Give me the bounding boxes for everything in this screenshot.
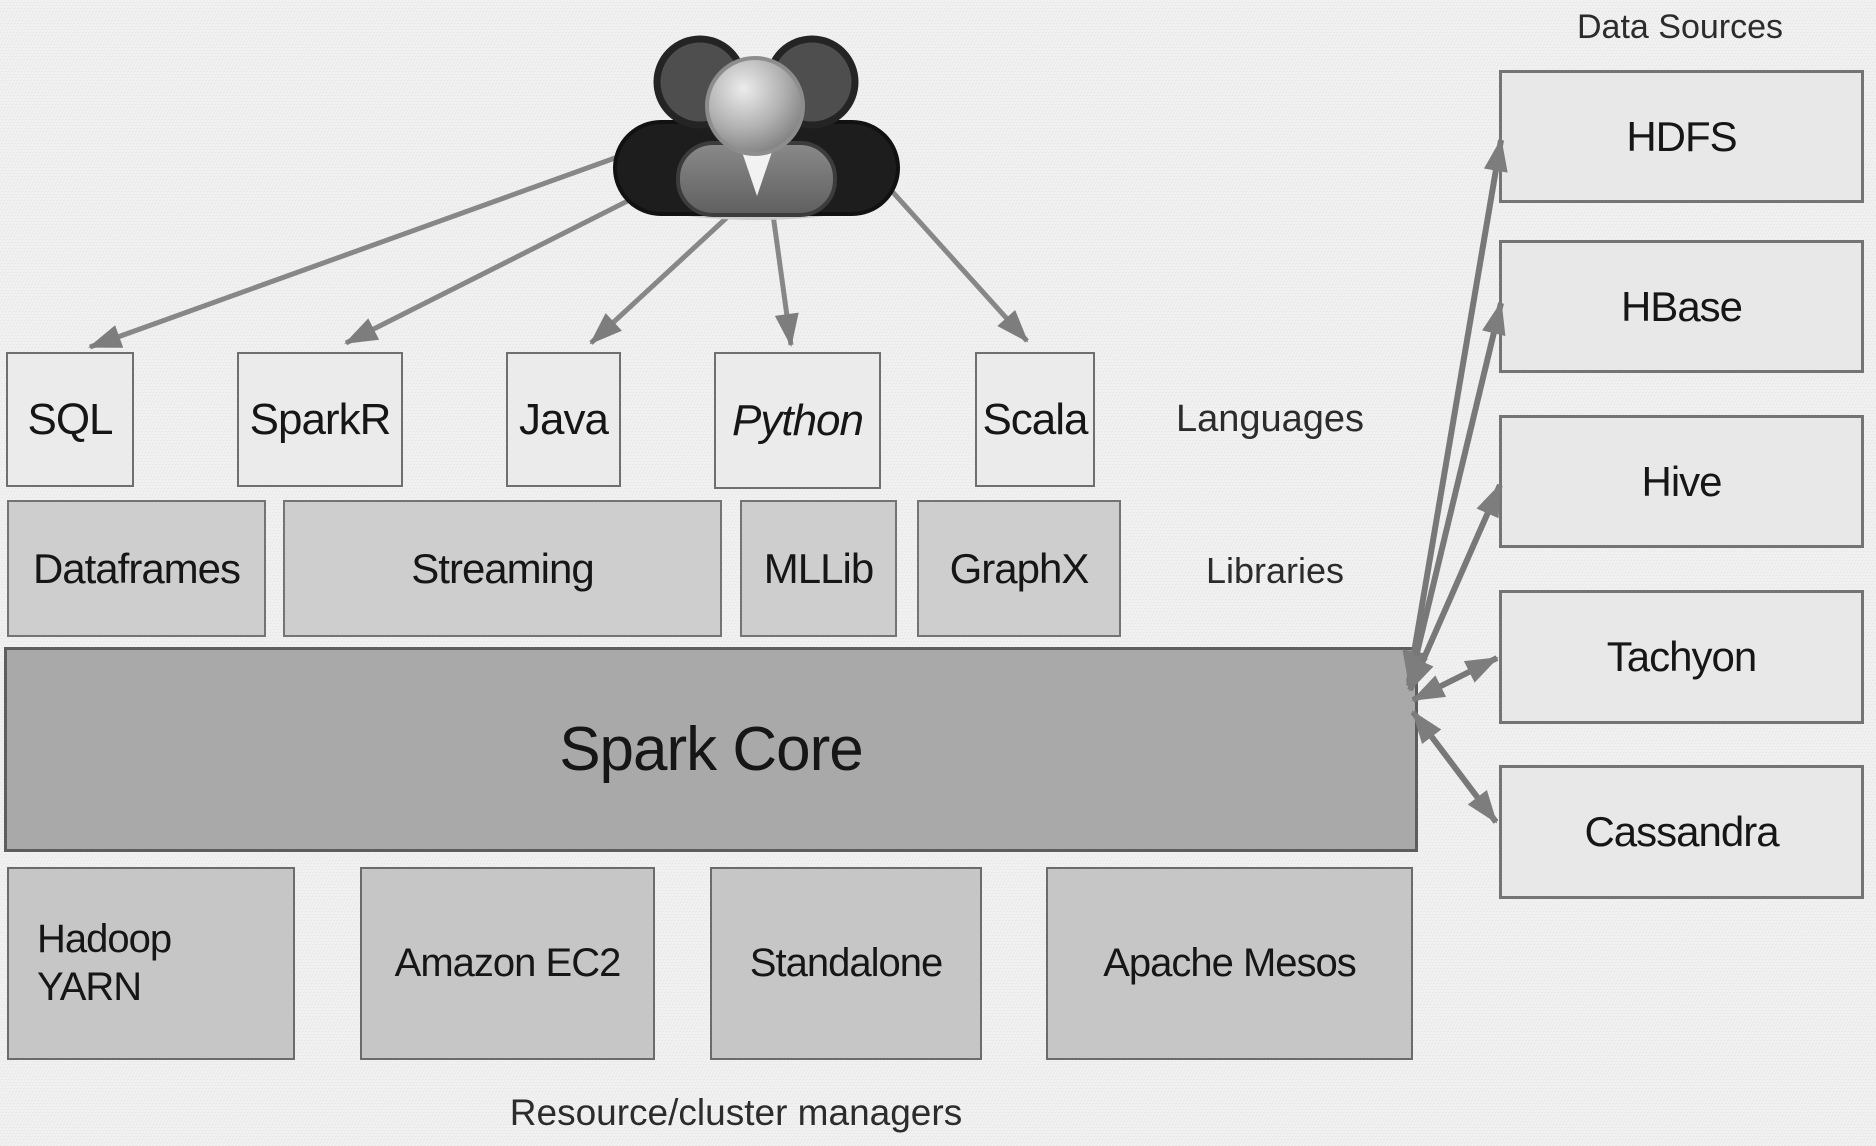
back-left-body [613,120,755,216]
spark-core-box: Spark Core [4,647,1418,852]
library-box-mllib: MLLib [740,500,897,637]
arrow-users-to-sparkr [344,163,699,346]
arrow-users-to-sql [88,137,666,350]
front-head [705,56,805,156]
manager-box-standalone: Standalone [710,867,982,1060]
language-box-scala: Scala [975,352,1095,487]
library-box-streaming: Streaming [283,500,722,637]
language-label-sparkr: SparkR [249,394,392,444]
arrow-core-tachyon [1411,655,1499,703]
back-left-head [653,35,747,129]
back-right-body [758,120,900,216]
language-box-sql: SQL [6,352,134,487]
arrow-core-cassandra [1410,710,1499,824]
languages-caption: Languages [1175,398,1365,440]
language-label-sql: SQL [27,394,113,444]
manager-box-hadoop-yarn: Hadoop YARN [7,867,295,1060]
source-box-cassandra: Cassandra [1499,765,1864,899]
front-collar [740,146,774,196]
source-label-hdfs: HDFS [1626,112,1737,160]
library-box-graphx: GraphX [917,500,1121,637]
manager-box-amazon-ec2: Amazon EC2 [360,867,655,1060]
libraries-caption: Libraries [1205,550,1345,591]
manager-label-standalone: Standalone [749,941,943,985]
arrow-users-to-python [768,199,799,347]
data-sources-caption: Data Sources [1577,8,1783,46]
source-label-hbase: HBase [1620,282,1743,330]
source-box-hive: Hive [1499,415,1864,548]
user-to-language-arrows [88,137,1029,350]
manager-label-amazon-ec2: Amazon EC2 [394,941,622,985]
spark-core-label: Spark Core [559,715,864,784]
users-group-icon [613,35,900,220]
source-label-tachyon: Tachyon [1606,633,1757,680]
library-label-streaming: Streaming [411,544,594,592]
language-box-sparkr: SparkR [237,352,403,487]
arrow-core-hbase [1404,301,1506,688]
library-label-mllib: MLLib [763,544,874,592]
source-box-tachyon: Tachyon [1499,590,1864,724]
back-right-head [765,35,859,129]
users-shadow [662,194,850,220]
language-label-python: Python [732,395,864,445]
source-label-cassandra: Cassandra [1584,808,1779,855]
source-box-hdfs: HDFS [1499,70,1864,203]
arrow-users-to-java [589,196,750,345]
source-box-hbase: HBase [1499,240,1864,373]
arrow-core-hive [1407,483,1503,692]
core-to-source-arrows [1402,138,1508,824]
arrow-users-to-scala [851,146,1029,343]
cluster-managers-caption: Resource/cluster managers [509,1092,963,1133]
arrow-core-hdfs [1402,138,1508,684]
library-label-dataframes: Dataframes [32,544,241,592]
language-box-python: Python [714,352,881,489]
front-body [676,141,837,217]
manager-box-apache-mesos: Apache Mesos [1046,867,1413,1060]
manager-label-hadoop-yarn: Hadoop YARN [37,917,172,1009]
manager-label-apache-mesos: Apache Mesos [1103,941,1357,985]
language-box-java: Java [506,352,621,487]
library-label-graphx: GraphX [949,544,1090,592]
library-box-dataframes: Dataframes [7,500,266,637]
language-label-java: Java [519,394,609,444]
language-label-scala: Scala [982,394,1088,444]
source-label-hive: Hive [1641,457,1722,505]
